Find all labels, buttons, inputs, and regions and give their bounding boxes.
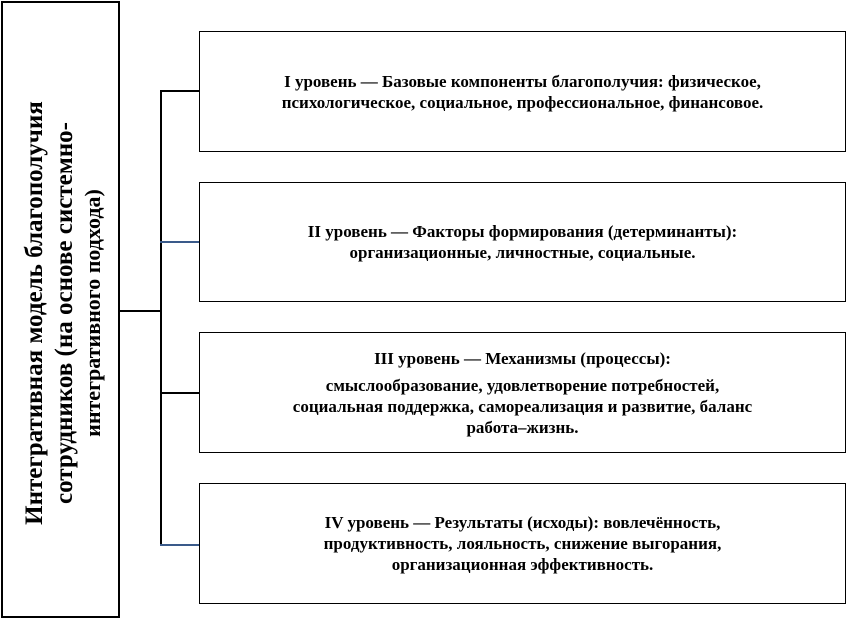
level-3-box: III уровень — Механизмы (процессы): смыс… [199,332,846,453]
model-title-line-1: Интегративная модель благополучия [21,101,48,525]
model-title-line-3: интегративного подхода) [80,189,105,437]
level-3-line-2: смыслообразование, удовлетворение потреб… [325,375,720,395]
level-3-line-1: III уровень — Механизмы (процессы): [374,348,671,368]
model-title-line-2: сотрудников (на основе системно- [51,122,78,504]
level-4-line-3: организационная эффективность. [391,555,654,574]
connector-level-2 [160,241,200,243]
model-title-box: Интегративная модель благополучия сотруд… [1,1,120,618]
level-2-box: II уровень — Факторы формирования (детер… [199,182,846,302]
level-3-line-3: социальная поддержка, самореализация и р… [292,396,753,416]
connector-level-3 [160,392,200,394]
connector-main [120,310,161,312]
connector-trunk [160,90,162,545]
model-title: Интегративная модель благополучия сотруд… [20,13,106,613]
level-2-line-1: II уровень — Факторы формирования (детер… [307,222,738,241]
level-1-line-2: психологическое, социальное, профессиона… [281,92,764,112]
level-2-line-2: организационные, личностные, социальные. [349,243,696,262]
level-4-line-1: IV уровень — Результаты (исходы): вовлеч… [324,513,721,532]
level-4-box: IV уровень — Результаты (исходы): вовлеч… [199,483,846,604]
connector-level-4 [160,544,200,546]
level-1-box: I уровень — Базовые компоненты благополу… [199,31,846,152]
level-1-line-1: I уровень — Базовые компоненты благополу… [284,71,761,91]
level-4-line-2: продуктивность, лояльность, снижение выг… [323,534,722,553]
connector-level-1 [160,90,200,92]
level-3-line-4: работа–жизнь. [466,417,579,437]
